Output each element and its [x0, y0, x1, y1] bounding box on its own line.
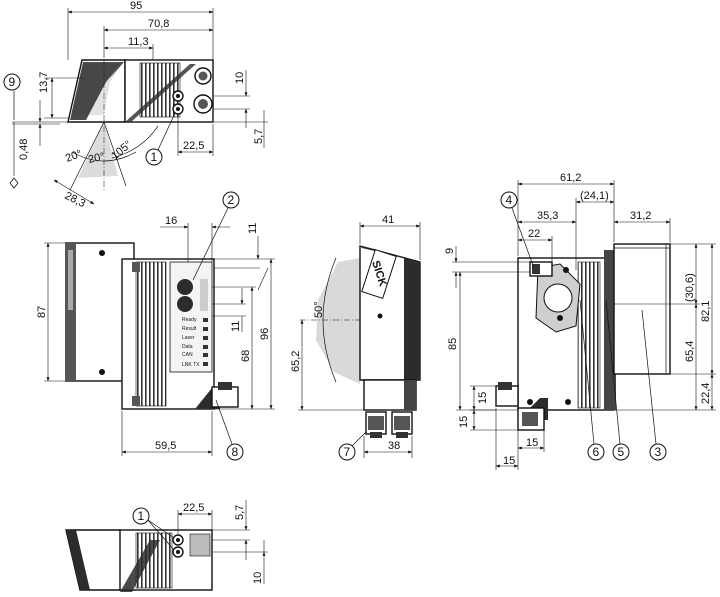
dim-87: 87 — [36, 306, 48, 318]
dim-15-a: 15 — [477, 392, 489, 404]
panel-label-result: Result — [182, 326, 197, 332]
callout-6-label: 6 — [593, 445, 600, 459]
callout-3 — [649, 443, 667, 461]
dim-28-3: 28,3 — [63, 190, 88, 210]
panel-labels: Ready Result Laser Data CAN LNK TX — [182, 317, 200, 368]
dim-9: 9 — [444, 248, 456, 254]
dim-10-top: 10 — [234, 72, 246, 84]
panel-label-laser: Laser — [182, 335, 195, 341]
dim-41: 41 — [382, 214, 394, 226]
dim-38: 38 — [388, 440, 400, 452]
angle-105: 105° — [109, 138, 134, 162]
dim-65-4: 65,4 — [684, 341, 696, 362]
dim-15-d: 15 — [503, 455, 515, 467]
callout-9-label: 9 — [9, 75, 16, 89]
dim-11-3: 11,3 — [128, 36, 149, 48]
callout-5-label: 5 — [618, 445, 625, 459]
callout-4 — [500, 191, 518, 209]
dim-0-48: 0,48 — [18, 139, 30, 160]
dim-70-8: 70,8 — [148, 18, 169, 30]
panel-label-lnk: LNK TX — [182, 362, 200, 368]
panel-label-ready: Ready — [182, 317, 197, 323]
callout-1-top — [145, 148, 163, 166]
dim-95: 95 — [130, 0, 142, 12]
callout-2-label: 2 — [228, 193, 235, 207]
panel-label-data: Data — [182, 344, 193, 350]
callout-8-label: 8 — [232, 445, 239, 459]
callout-8 — [226, 443, 244, 461]
dim-22-4: 22,4 — [700, 383, 712, 404]
dim-15-c: 15 — [526, 437, 538, 449]
callout-4-label: 4 — [506, 193, 513, 207]
side-view: 50° SICK 41 65,2 38 7 — [290, 214, 421, 461]
panel-label-can: CAN — [182, 352, 193, 358]
dim-11-front-mid: 11 — [230, 321, 242, 332]
dim-61-2: 61,2 — [560, 172, 581, 184]
callout-2 — [222, 191, 240, 209]
dim-22-5-top: 22,5 — [183, 140, 204, 152]
bottom-view: 22,5 5,7 10 1 — [65, 500, 268, 592]
angle-20-left: 20° — [64, 148, 84, 165]
dim-30-6: (30,6) — [684, 273, 696, 302]
dim-85: 85 — [447, 338, 459, 350]
dim-65-2: 65,2 — [290, 351, 302, 372]
rear-cover — [613, 243, 671, 375]
dim-22-5-bottom: 22,5 — [183, 502, 204, 514]
reference-diamond-icon — [9, 177, 19, 189]
callout-3-label: 3 — [655, 445, 662, 459]
dim-68: 68 — [240, 350, 252, 362]
dim-13-7: 13,7 — [38, 72, 50, 93]
dim-15-b: 15 — [458, 416, 470, 428]
callout-6 — [587, 443, 605, 461]
callout-7 — [338, 443, 356, 461]
dim-24-1: (24,1) — [580, 190, 609, 202]
dim-96: 96 — [259, 328, 271, 340]
angle-20-right: 20° — [87, 151, 106, 166]
dim-5-7-bottom: 5,7 — [234, 505, 246, 520]
rear-view: 61,2 (24,1) 35,3 31,2 22 9 85 (30,6) 82,… — [444, 172, 716, 470]
dim-31-2: 31,2 — [630, 210, 651, 222]
callout-1-bottom — [132, 507, 150, 525]
dim-35-3: 35,3 — [537, 210, 558, 222]
dim-59-5: 59,5 — [155, 440, 176, 452]
angle-50: 50° — [313, 301, 325, 318]
dim-22: 22 — [528, 228, 540, 240]
dim-10-bottom: 10 — [252, 572, 264, 584]
top-view: 95 70,8 11,3 13,7 10 22,5 5,7 0,48 28,3 … — [3, 0, 268, 210]
dim-82-1: 82,1 — [700, 301, 712, 322]
callout-1-top-label: 1 — [151, 150, 158, 164]
dim-11-front-top: 11 — [247, 223, 259, 234]
dim-5-7-top: 5,7 — [253, 129, 265, 144]
front-view: Ready Result Laser Data CAN LNK TX 87 16… — [36, 191, 275, 461]
callout-1-bottom-label: 1 — [138, 509, 145, 523]
callout-5 — [612, 443, 630, 461]
callout-7-label: 7 — [344, 445, 351, 459]
callout-9 — [3, 73, 21, 91]
dim-16: 16 — [165, 215, 177, 227]
